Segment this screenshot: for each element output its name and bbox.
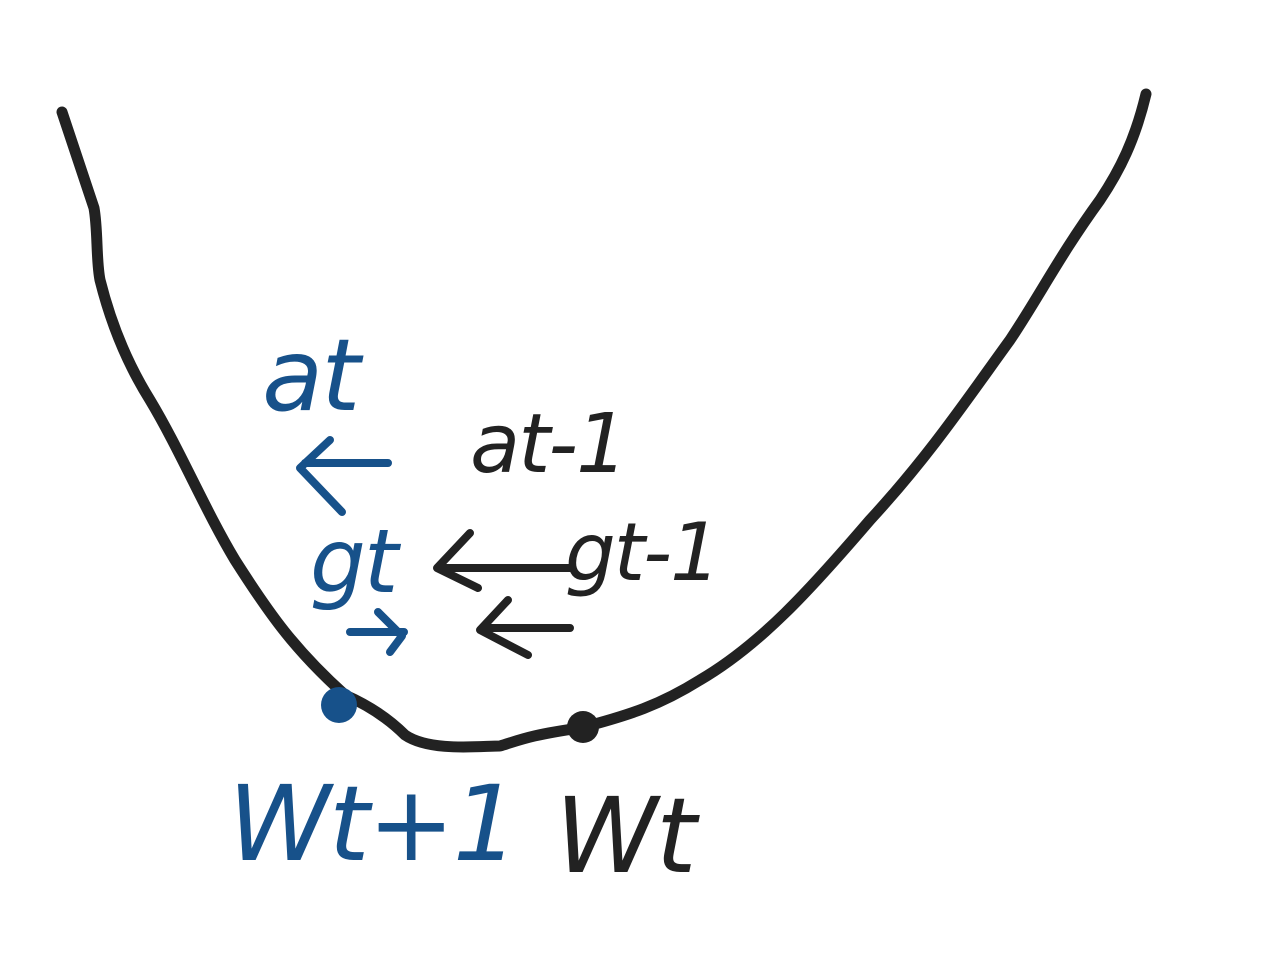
- label-g-t-minus-1: gt-1: [565, 506, 719, 599]
- label-a-t: at: [262, 317, 364, 434]
- point-w-t-plus-1: [321, 687, 357, 723]
- label-a-t-minus-1: at-1: [470, 397, 626, 492]
- label-w-t: Wt: [555, 775, 700, 897]
- label-w-t-plus-1: Wt+1: [228, 763, 517, 885]
- label-g-t: gt: [310, 510, 402, 613]
- arrow-a-blue: [296, 436, 392, 516]
- loss-curve: [56, 88, 1152, 753]
- arrow-a-black: [433, 529, 574, 592]
- arrow-b-black: [476, 596, 574, 659]
- arrow-b-blue: [346, 608, 408, 656]
- point-w-t: [567, 711, 599, 743]
